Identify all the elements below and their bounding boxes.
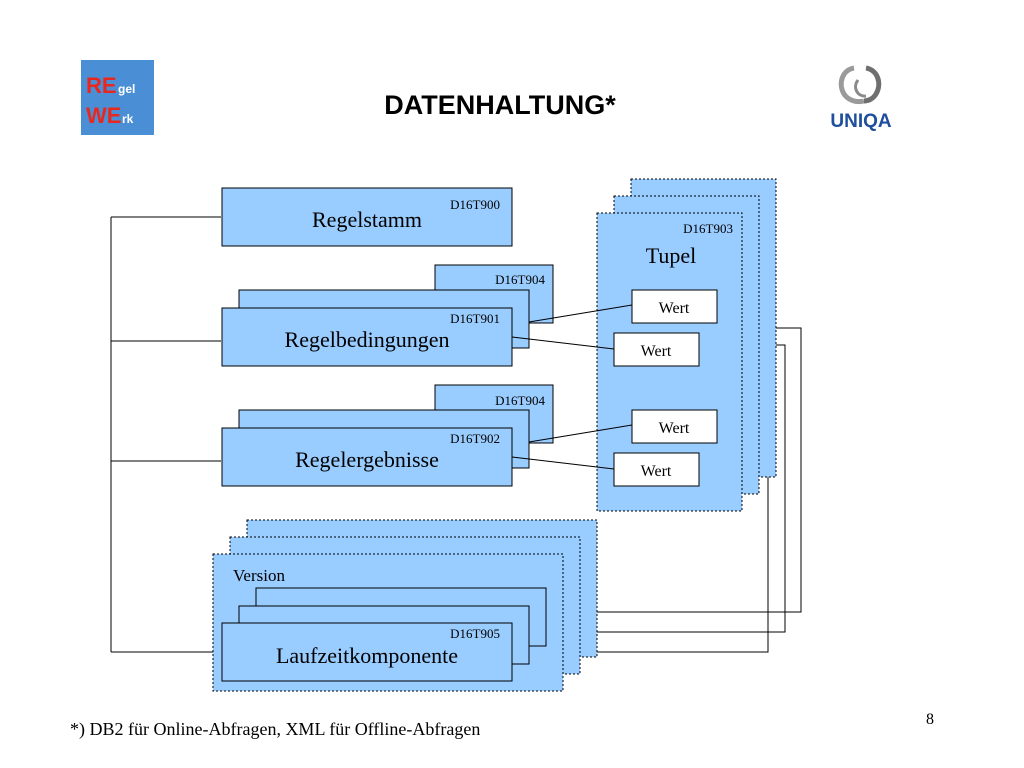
regelstamm-name: Regelstamm: [312, 207, 422, 232]
regelwerk-logo: RE gel WE rk: [81, 60, 154, 135]
regelbedingungen-sub-code: D16T904: [495, 272, 545, 287]
regelergebnisse-code: D16T902: [450, 431, 500, 446]
logo-text-rk: rk: [122, 112, 134, 126]
tupel-code: D16T903: [683, 221, 733, 236]
uniqa-emblem-icon: [838, 65, 882, 105]
tupel-name: Tupel: [646, 243, 697, 268]
wert-label: Wert: [641, 463, 672, 480]
wert-label: Wert: [641, 343, 672, 360]
laufzeit-code: D16T905: [450, 626, 500, 641]
slide-title: DATENHALTUNG*: [384, 90, 616, 120]
regelbedingungen-name: Regelbedingungen: [285, 327, 450, 352]
table-regelstamm: D16T900 Regelstamm: [221, 187, 513, 247]
regelergebnisse-name: Regelergebnisse: [295, 447, 439, 472]
wert-label: Wert: [659, 420, 690, 437]
regelbedingungen-code: D16T901: [450, 311, 500, 326]
laufzeit-name: Laufzeitkomponente: [276, 643, 458, 668]
wert-box: Wert: [631, 289, 718, 324]
logo-text-re: RE: [86, 73, 117, 98]
wert-links: [511, 304, 633, 470]
version-label: Version: [233, 566, 285, 585]
left-connector: [110, 216, 221, 653]
uniqa-text: UNIQA: [830, 111, 892, 132]
regelstamm-code: D16T900: [450, 197, 500, 212]
wert-box: Wert: [613, 332, 700, 367]
regelergebnisse-sub-code: D16T904: [495, 393, 545, 408]
logo-text-we: WE: [86, 103, 121, 128]
wert-box: Wert: [613, 452, 700, 487]
table-laufzeitkomponente: D16T905 Laufzeitkomponente: [221, 587, 547, 682]
table-regelergebnisse: D16T904 D16T902 Regelergebnisse: [221, 384, 554, 487]
uniqa-logo: UNIQA: [830, 65, 892, 132]
logo-text-gel: gel: [118, 82, 135, 96]
wert-label: Wert: [659, 300, 690, 317]
footnote: *) DB2 für Online-Abfragen, XML für Offl…: [70, 719, 480, 740]
wert-box: Wert: [631, 409, 718, 444]
page-number: 8: [926, 711, 934, 728]
table-regelbedingungen: D16T904 D16T901 Regelbedingungen: [221, 264, 554, 367]
